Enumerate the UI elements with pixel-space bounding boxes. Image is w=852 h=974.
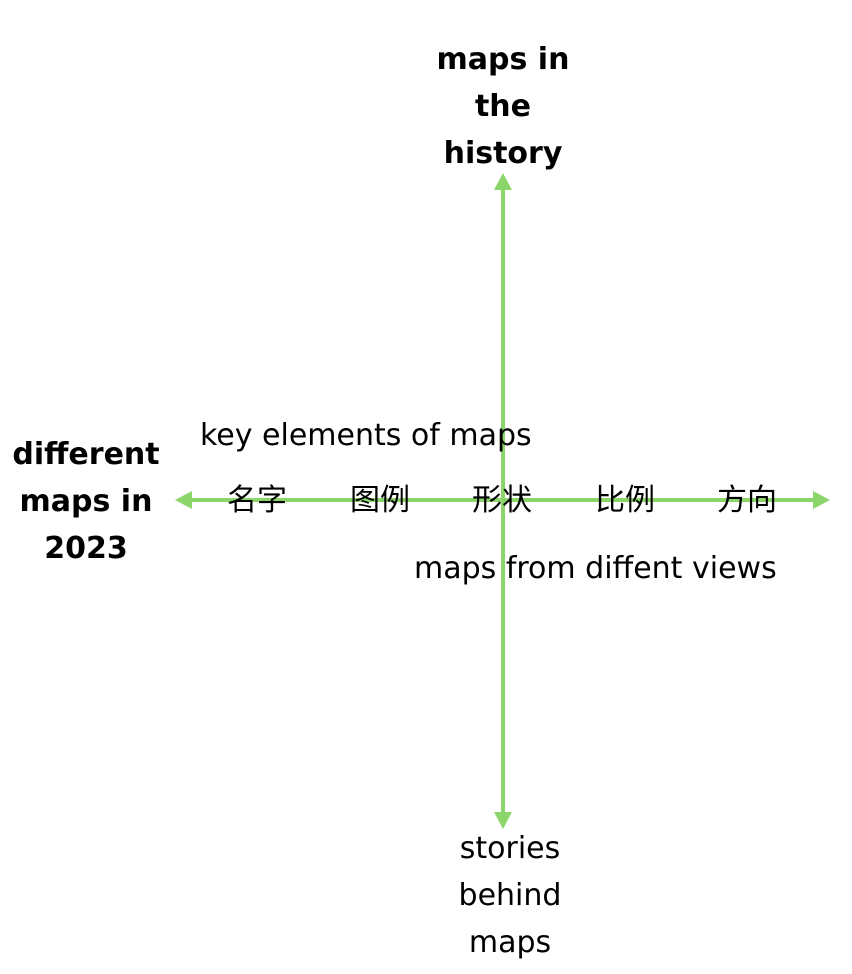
key-elements-label: key elements of maps xyxy=(200,418,532,453)
views-label: maps from diffent views xyxy=(414,551,777,586)
top-arrowhead xyxy=(494,173,512,190)
left-arrowhead xyxy=(175,491,192,509)
left-axis-label: different maps in 2023 xyxy=(12,437,160,566)
element-item-shape: 形状 xyxy=(472,483,532,518)
element-item-scale: 比例 xyxy=(595,483,655,518)
right-arrowhead xyxy=(813,491,830,509)
bottom-axis-label: stories behind maps xyxy=(458,831,562,960)
top-axis-label: maps in the history xyxy=(436,42,570,171)
element-item-name: 名字 xyxy=(227,483,287,518)
element-item-legend: 图例 xyxy=(350,483,410,518)
element-item-direction: 方向 xyxy=(717,483,777,518)
bottom-arrowhead xyxy=(494,812,512,829)
